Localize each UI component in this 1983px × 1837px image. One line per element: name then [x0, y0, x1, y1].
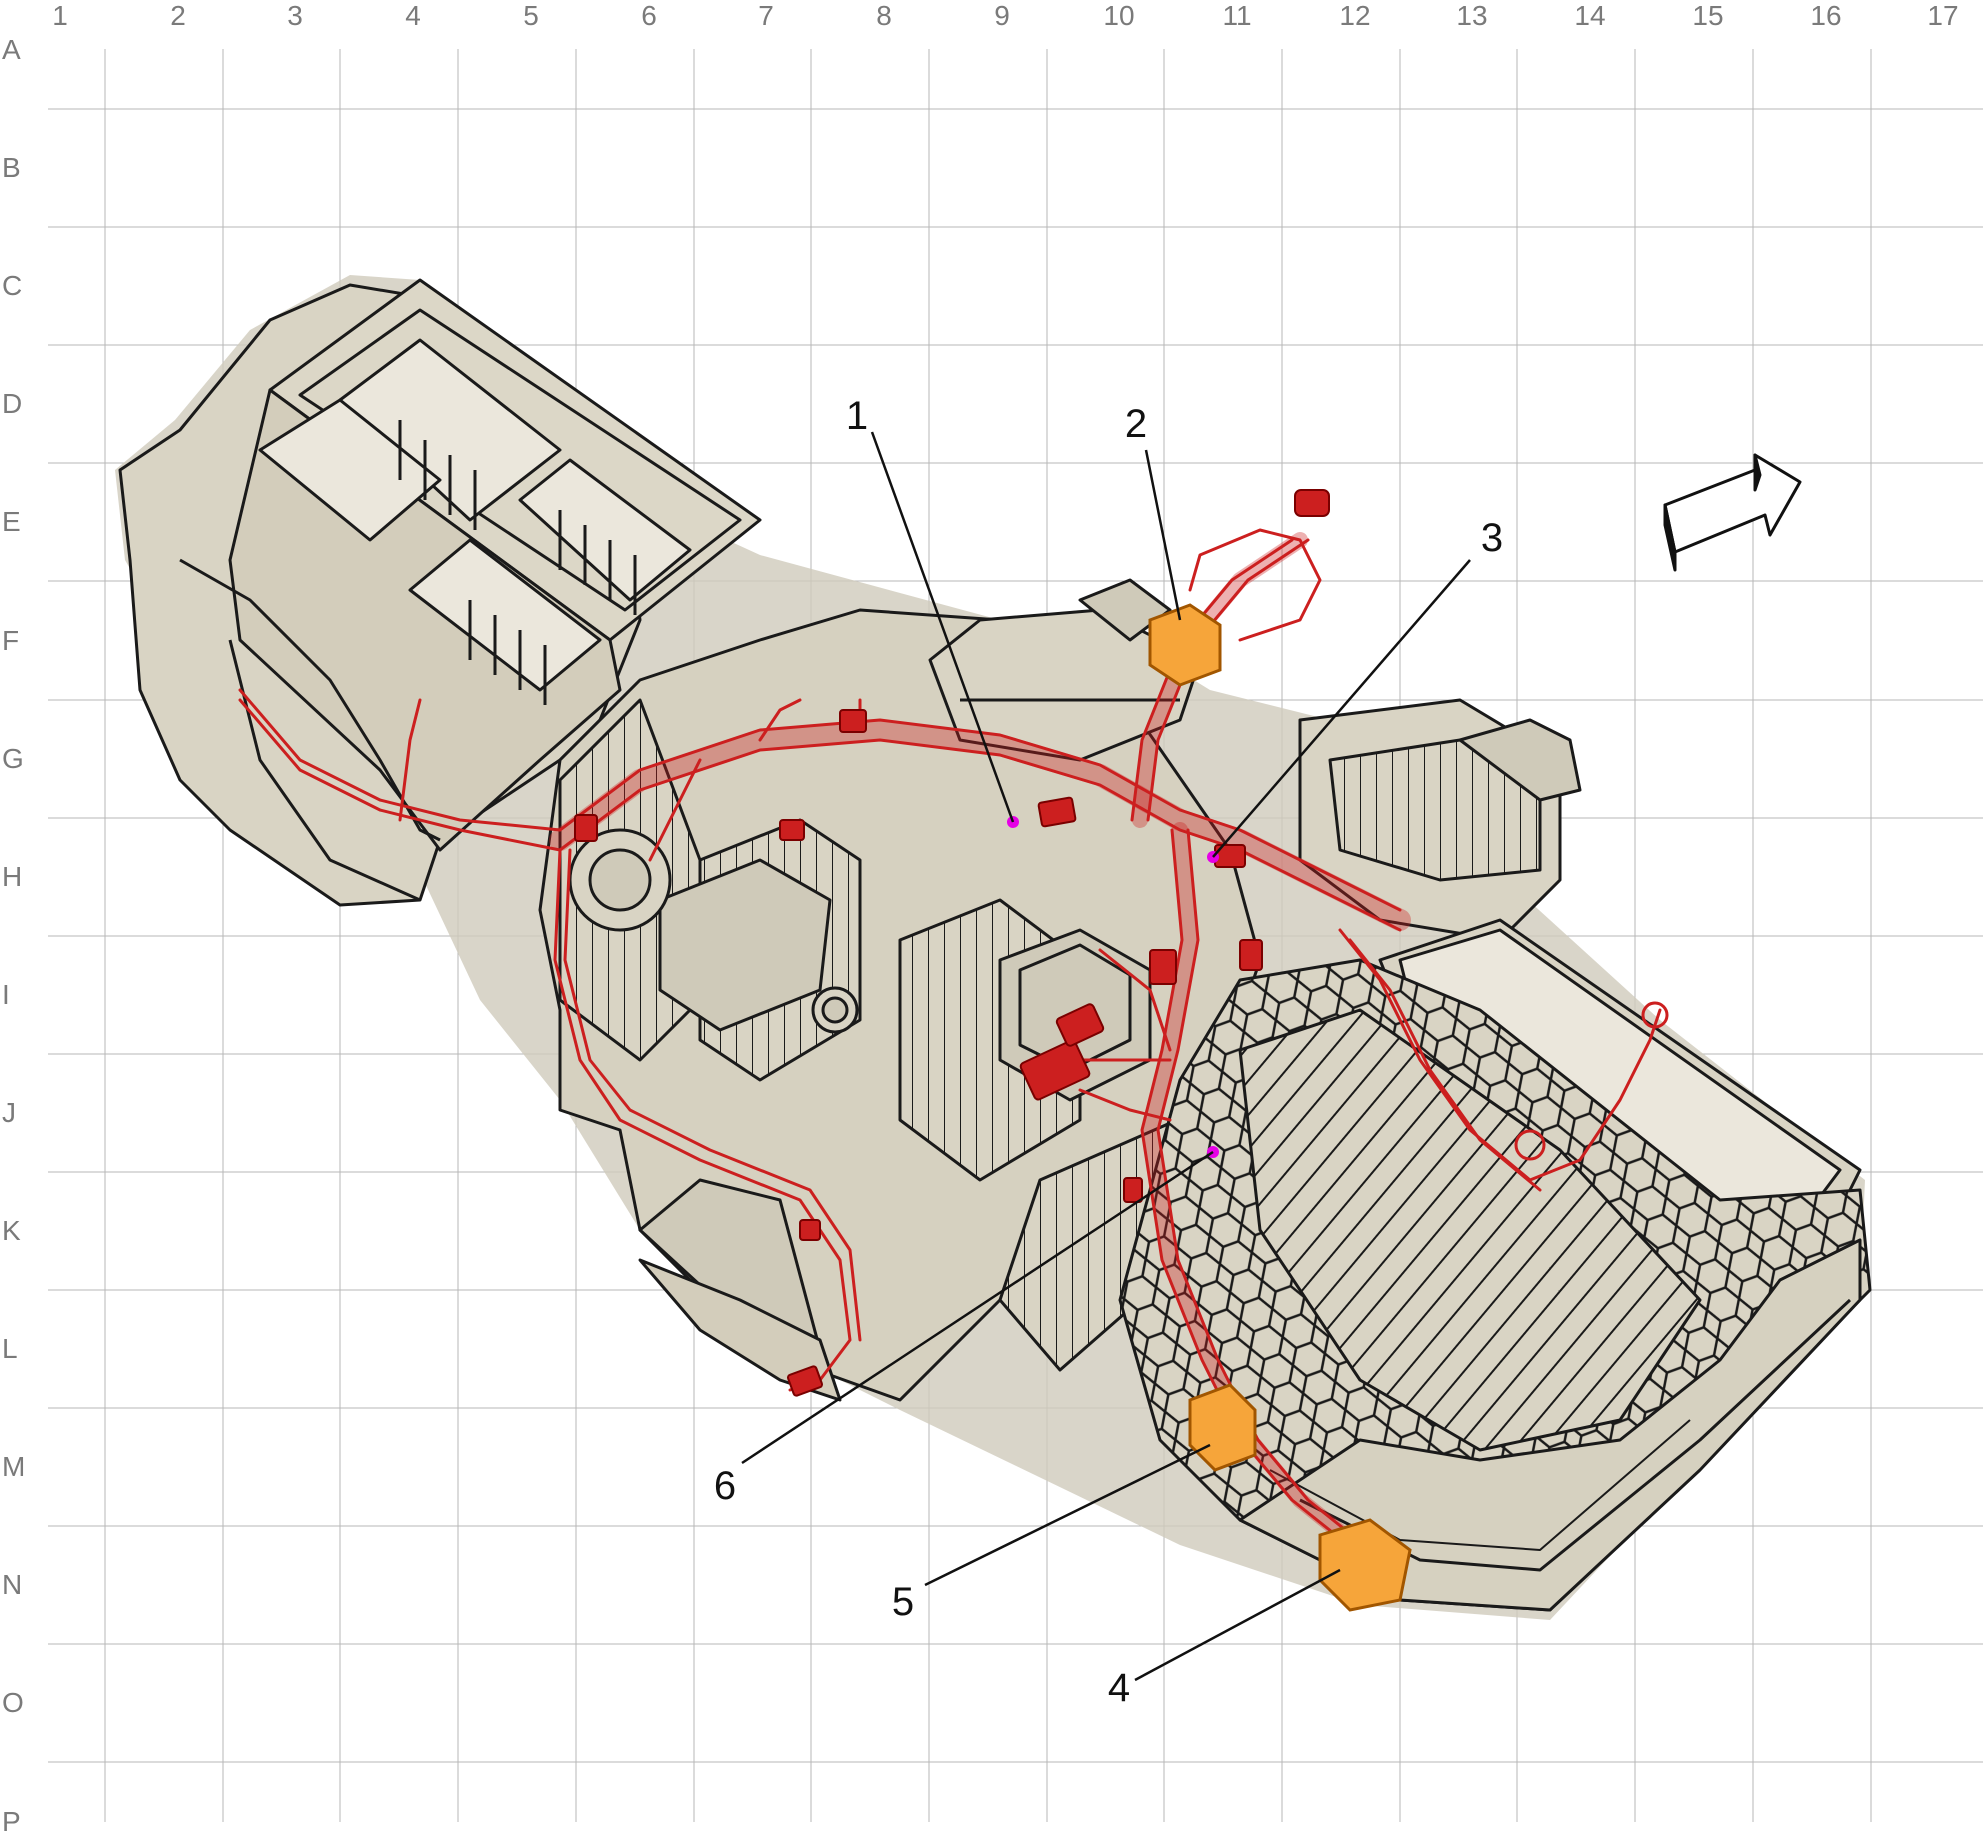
- callout-5: 5: [891, 1580, 915, 1624]
- grid-row-label: H: [2, 861, 23, 892]
- grid-column-label: 8: [876, 0, 892, 31]
- grid-column-label: 9: [994, 0, 1010, 31]
- callout-2: 2: [1124, 402, 1148, 446]
- grid-row-label: M: [2, 1451, 26, 1482]
- grid-row-label: O: [2, 1687, 24, 1718]
- grid-column-label: 11: [1222, 0, 1252, 31]
- callout-4: 4: [1107, 1666, 1131, 1710]
- callout-3: 3: [1480, 516, 1504, 560]
- grid-column-label: 13: [1456, 0, 1488, 31]
- grid-column-label: 2: [170, 0, 186, 31]
- leader-lines: [741, 431, 1471, 1682]
- grid-column-label: 3: [287, 0, 303, 31]
- grid-row-label: E: [2, 506, 21, 537]
- front-direction-arrow-icon: [1663, 453, 1802, 572]
- grid-column-label: 5: [523, 0, 539, 31]
- grid-column-label: 17: [1927, 0, 1959, 31]
- connector-5-shape: [1188, 1383, 1257, 1472]
- callout-1: 1: [845, 394, 869, 438]
- grid-column-label: 16: [1810, 0, 1842, 31]
- grid-column-label: 15: [1692, 0, 1724, 31]
- grid-row-label: K: [2, 1215, 21, 1246]
- grid-column-label: 14: [1574, 0, 1606, 31]
- hvac-case-center: [538, 578, 1262, 1402]
- callout-6: 6: [713, 1464, 737, 1508]
- grid-row-label: I: [2, 979, 10, 1010]
- grid-row-label: B: [2, 152, 21, 183]
- grid-column-label: 7: [758, 0, 774, 31]
- grid-row-label: A: [2, 34, 21, 65]
- grid-column-label: 12: [1339, 0, 1371, 31]
- grid-row-label: F: [2, 625, 20, 656]
- grid-column-label: 10: [1103, 0, 1135, 31]
- connector-2-shape: [1148, 603, 1222, 687]
- grid-row-label: L: [2, 1333, 18, 1364]
- hvac-case-left: [118, 278, 762, 907]
- grid-row-label: N: [2, 1569, 23, 1600]
- blower-assembly: [1118, 698, 1872, 1612]
- highlighted-connectors: [1148, 603, 1412, 1612]
- grid-row-label: J: [2, 1097, 16, 1128]
- grid-row-label: D: [2, 388, 23, 419]
- grid-row-label: C: [2, 270, 23, 301]
- harness-connectors: [574, 489, 1330, 1397]
- grid-column-label: 4: [405, 0, 421, 31]
- grid-row-label: G: [2, 743, 24, 774]
- grid-column-label: 1: [52, 0, 68, 31]
- grid-column-label: 6: [641, 0, 657, 31]
